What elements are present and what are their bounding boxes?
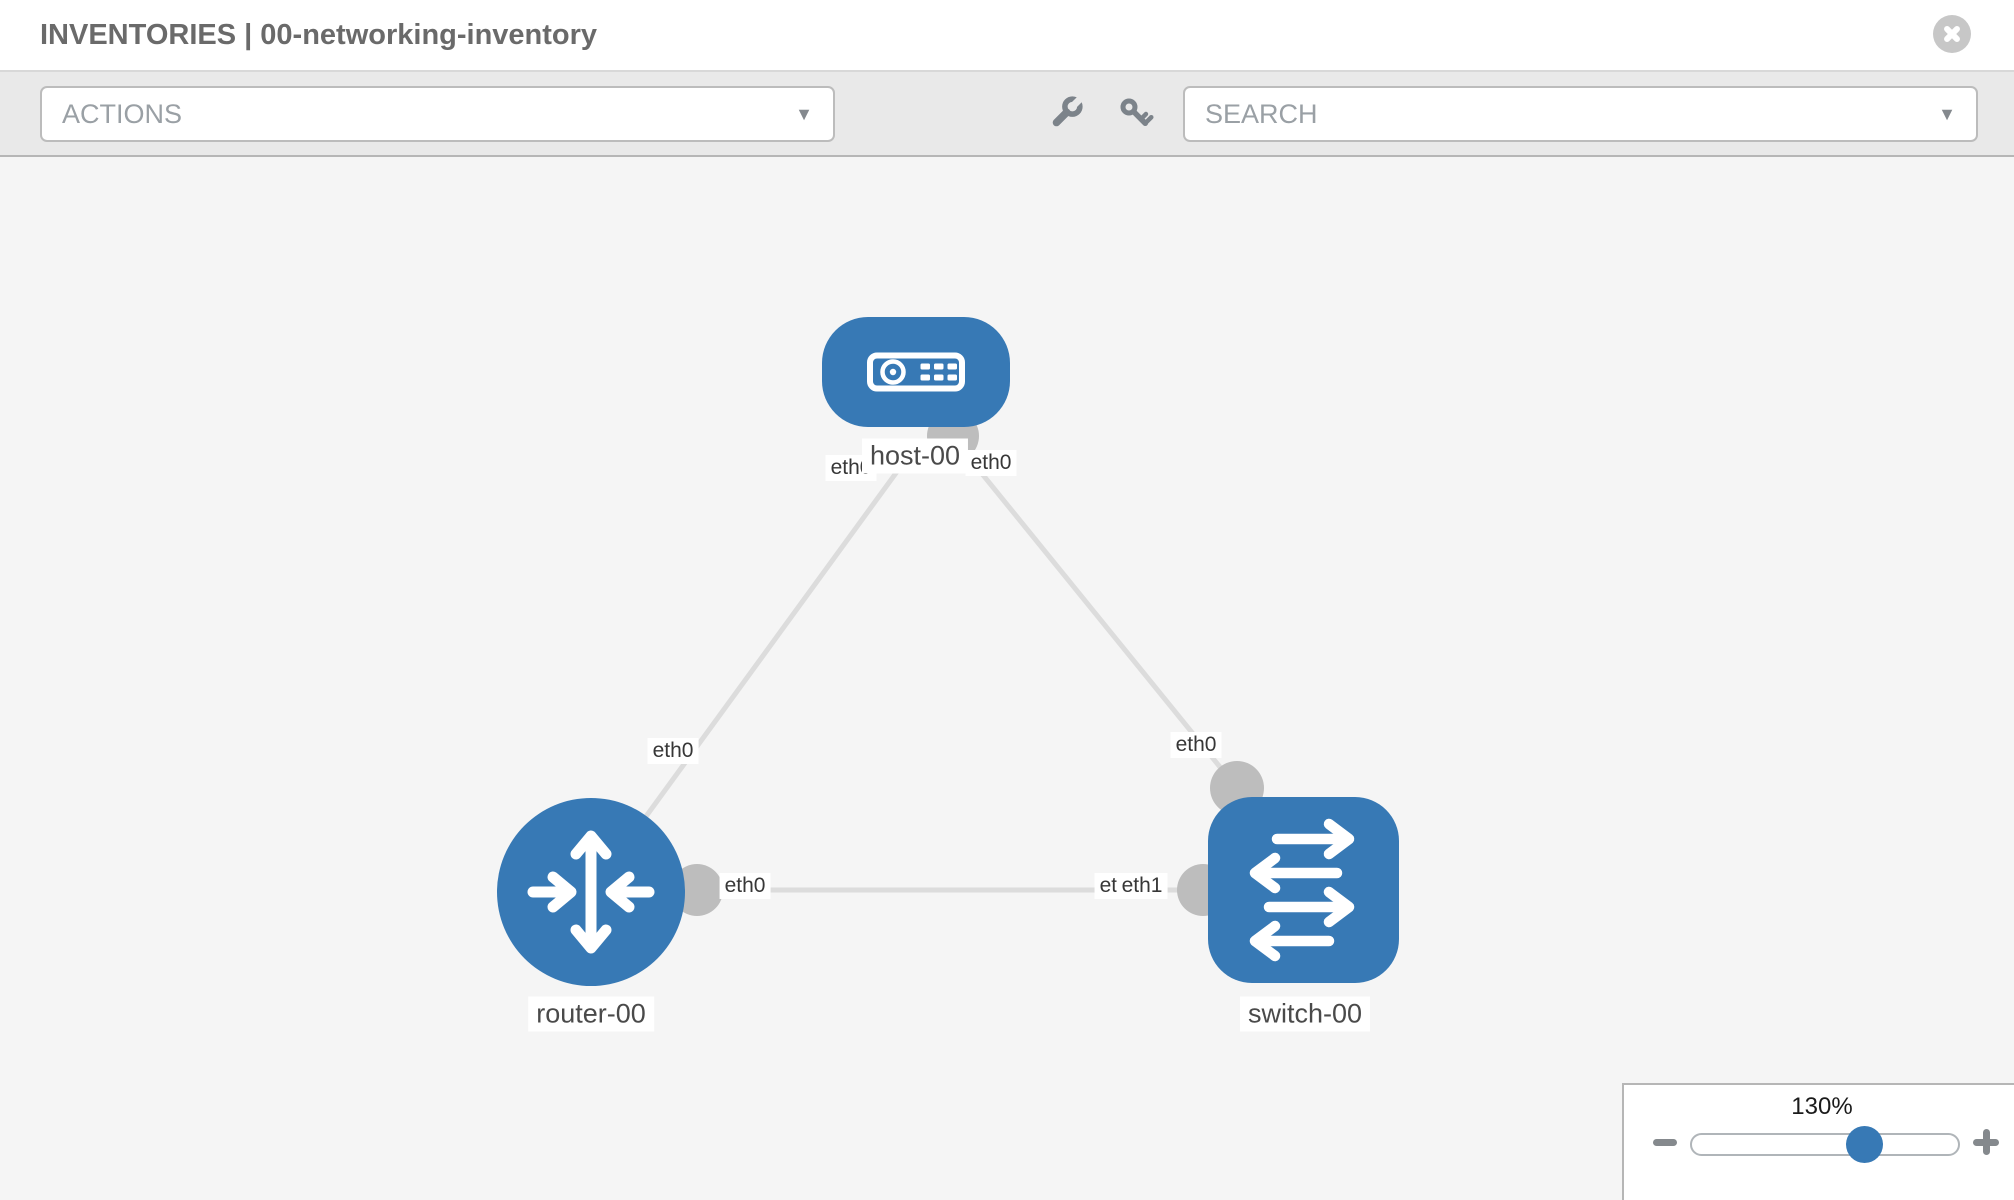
chevron-down-icon: ▼ xyxy=(795,103,813,124)
interface-label: eth0 xyxy=(647,738,699,764)
chevron-down-icon: ▼ xyxy=(1938,103,1956,124)
node-label-host: host-00 xyxy=(861,438,969,474)
interface-label: eth0 xyxy=(965,450,1017,476)
node-router[interactable] xyxy=(497,798,685,986)
zoom-slider-track[interactable] xyxy=(1690,1133,1960,1156)
search-dropdown-label: SEARCH xyxy=(1205,98,1318,129)
search-dropdown[interactable]: SEARCH ▼ xyxy=(1183,86,1978,142)
zoom-out-icon[interactable] xyxy=(1653,1139,1677,1146)
zoom-level-value: 130% xyxy=(1791,1093,1853,1120)
close-icon[interactable] xyxy=(1933,15,1971,53)
zoom-panel: 130% xyxy=(1622,1083,2014,1200)
page-title: INVENTORIES | 00-networking-inventory xyxy=(40,19,598,51)
zoom-in-icon[interactable] xyxy=(1972,1128,2000,1156)
router-icon xyxy=(527,830,655,954)
node-host[interactable] xyxy=(822,317,1010,427)
interface-label: eth0 xyxy=(719,873,771,899)
node-label-switch: switch-00 xyxy=(1239,996,1371,1032)
actions-dropdown[interactable]: ACTIONS ▼ xyxy=(40,86,835,142)
interface-label: eth0 xyxy=(1170,732,1222,758)
node-switch[interactable] xyxy=(1208,797,1399,983)
actions-dropdown-label: ACTIONS xyxy=(62,98,183,129)
header-bar: INVENTORIES | 00-networking-inventory xyxy=(0,0,2014,72)
wrench-icon[interactable] xyxy=(1044,91,1088,135)
interface-label: eth1 xyxy=(1116,873,1168,899)
host-icon xyxy=(867,352,965,392)
node-label-router: router-00 xyxy=(528,996,654,1032)
switch-icon xyxy=(1249,818,1355,962)
key-icon[interactable] xyxy=(1113,91,1157,135)
topology-canvas[interactable]: eth0 host-00 eth0 eth0 eth0 eth0 eth0 et… xyxy=(0,157,2014,1200)
link-host-switch xyxy=(951,436,1239,790)
zoom-slider-handle[interactable] xyxy=(1846,1126,1883,1163)
